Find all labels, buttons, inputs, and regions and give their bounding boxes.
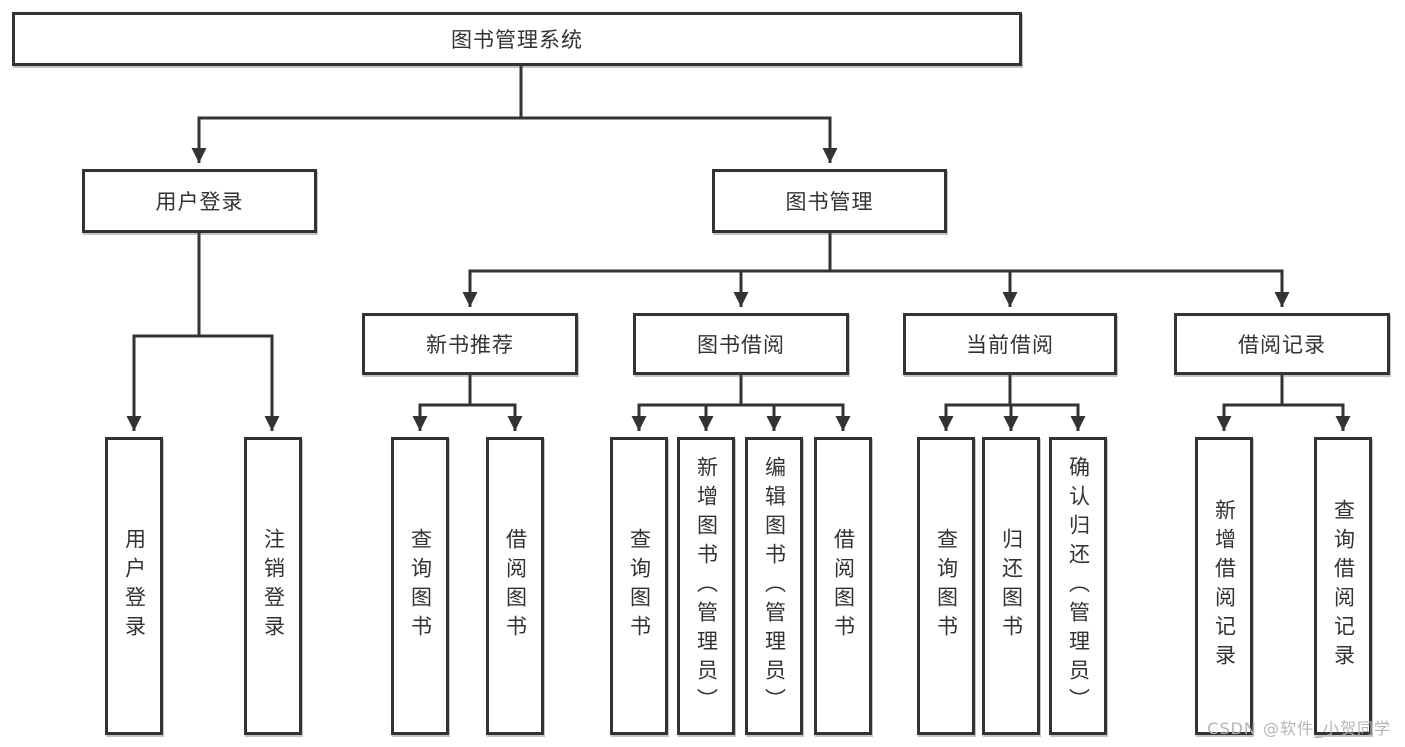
- node-label: 归还图书: [999, 528, 1024, 644]
- node-leaf-return-book: 归还图书: [982, 437, 1040, 735]
- node-leaf-user-login: 用户登录: [105, 437, 163, 735]
- node-new-book-recommend: 新书推荐: [362, 313, 578, 375]
- node-label: 编辑图书（管理员）: [762, 455, 787, 717]
- node-label: 确认归还（管理员）: [1066, 455, 1091, 717]
- node-leaf-add-book-admin: 新增图书（管理员）: [677, 437, 735, 735]
- node-borrow-records: 借阅记录: [1174, 313, 1390, 375]
- node-user-login: 用户登录: [82, 169, 317, 233]
- node-label: 用户登录: [155, 190, 244, 214]
- node-leaf-borrow-books-recommend: 借阅图书: [486, 437, 544, 735]
- csdn-watermark: CSDN @软件_小贺同学: [1207, 719, 1391, 738]
- node-label: 查询图书: [627, 528, 652, 644]
- node-book-management: 图书管理: [712, 169, 947, 233]
- node-leaf-add-borrow-record: 新增借阅记录: [1195, 437, 1253, 735]
- node-leaf-borrow-books: 借阅图书: [814, 437, 872, 735]
- node-label: 图书管理: [785, 190, 874, 214]
- node-label: 当前借阅: [966, 333, 1054, 357]
- node-label: 新增图书（管理员）: [694, 455, 719, 717]
- node-label: 查询图书: [408, 528, 433, 644]
- node-book-borrowing: 图书借阅: [633, 313, 849, 375]
- node-label: 新书推荐: [426, 333, 514, 357]
- node-leaf-logout: 注销登录: [244, 437, 302, 735]
- node-leaf-query-books-borrowing: 查询图书: [610, 437, 668, 735]
- node-label: 查询借阅记录: [1331, 499, 1356, 673]
- node-leaf-query-borrow-record: 查询借阅记录: [1314, 437, 1372, 735]
- node-label: 借阅图书: [831, 528, 856, 644]
- node-label: 借阅图书: [503, 528, 528, 644]
- node-leaf-query-books-current: 查询图书: [917, 437, 975, 735]
- node-label: 注销登录: [261, 528, 286, 644]
- node-root-library-system: 图书管理系统: [12, 12, 1022, 66]
- node-label: 借阅记录: [1238, 333, 1326, 357]
- node-leaf-query-books-recommend: 查询图书: [391, 437, 449, 735]
- node-leaf-edit-book-admin: 编辑图书（管理员）: [745, 437, 803, 735]
- node-leaf-confirm-return-admin: 确认归还（管理员）: [1049, 437, 1107, 735]
- node-label: 新增借阅记录: [1212, 499, 1237, 673]
- node-label: 查询图书: [934, 528, 959, 644]
- node-current-borrowing: 当前借阅: [903, 313, 1117, 375]
- node-label: 图书借阅: [697, 333, 785, 357]
- node-label: 图书管理系统: [451, 28, 583, 52]
- node-label: 用户登录: [122, 528, 147, 644]
